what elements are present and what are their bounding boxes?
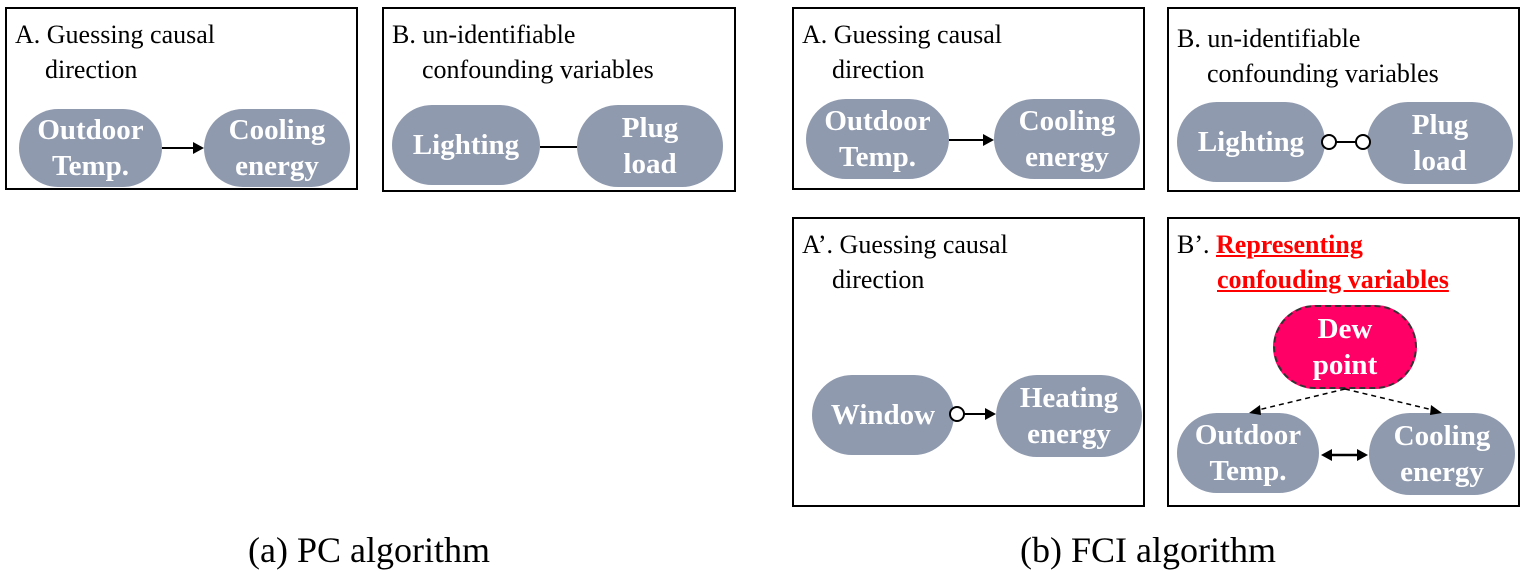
- fci-panel-a: A. Guessing causal direction Outdoor Tem…: [792, 7, 1145, 190]
- node-dew-point: Dew point: [1273, 305, 1417, 389]
- node-window: Window: [812, 375, 954, 455]
- panel-title: A. Guessing causal direction: [802, 20, 1003, 84]
- node-cooling-energy: Cooling energy: [204, 109, 350, 187]
- node-outdoor-temp: Outdoor Temp.: [1177, 413, 1319, 493]
- circle-arrow-edge: [949, 406, 996, 422]
- node-heating-energy: Heating energy: [996, 375, 1142, 457]
- undirected-edge: [540, 146, 577, 148]
- node-lighting: Lighting: [1177, 102, 1325, 182]
- pc-panel-b: B. un-identifiable confounding variables…: [382, 7, 736, 192]
- panel-title: B. un-identifiable confounding variables: [1177, 24, 1439, 88]
- fci-panel-b: B. un-identifiable confounding variables…: [1167, 7, 1520, 192]
- fci-panel-b-prime: B’. Representing confouding variables De…: [1167, 217, 1520, 507]
- node-outdoor-temp: Outdoor Temp.: [806, 99, 949, 179]
- panel-title: B’. Representing confouding variables: [1177, 230, 1449, 294]
- fci-panel-a-prime: A’. Guessing causal direction Window Hea…: [792, 217, 1145, 507]
- directed-edge: [162, 142, 204, 154]
- dashed-edge-right: [1344, 388, 1434, 411]
- caption-fci-algorithm: (b) FCI algorithm: [1020, 530, 1276, 570]
- node-lighting: Lighting: [392, 105, 540, 185]
- node-cooling-energy: Cooling energy: [994, 99, 1140, 179]
- dashed-edge-left: [1257, 388, 1346, 411]
- caption-pc-algorithm: (a) PC algorithm: [248, 530, 490, 570]
- node-plug-load: Plug load: [1367, 102, 1513, 184]
- panel-title: B. un-identifiable confounding variables: [392, 20, 654, 84]
- edges: [1249, 388, 1442, 461]
- panel-title: A. Guessing causal direction: [15, 20, 216, 84]
- node-plug-load: Plug load: [577, 105, 723, 187]
- node-outdoor-temp: Outdoor Temp.: [19, 109, 162, 187]
- circle-circle-edge: [1321, 134, 1371, 150]
- pc-panel-a: A. Guessing causal direction Outdoor Tem…: [5, 7, 358, 190]
- directed-edge: [949, 134, 994, 146]
- node-cooling-energy: Cooling energy: [1369, 413, 1515, 495]
- panel-title: A’. Guessing causal direction: [802, 230, 1008, 294]
